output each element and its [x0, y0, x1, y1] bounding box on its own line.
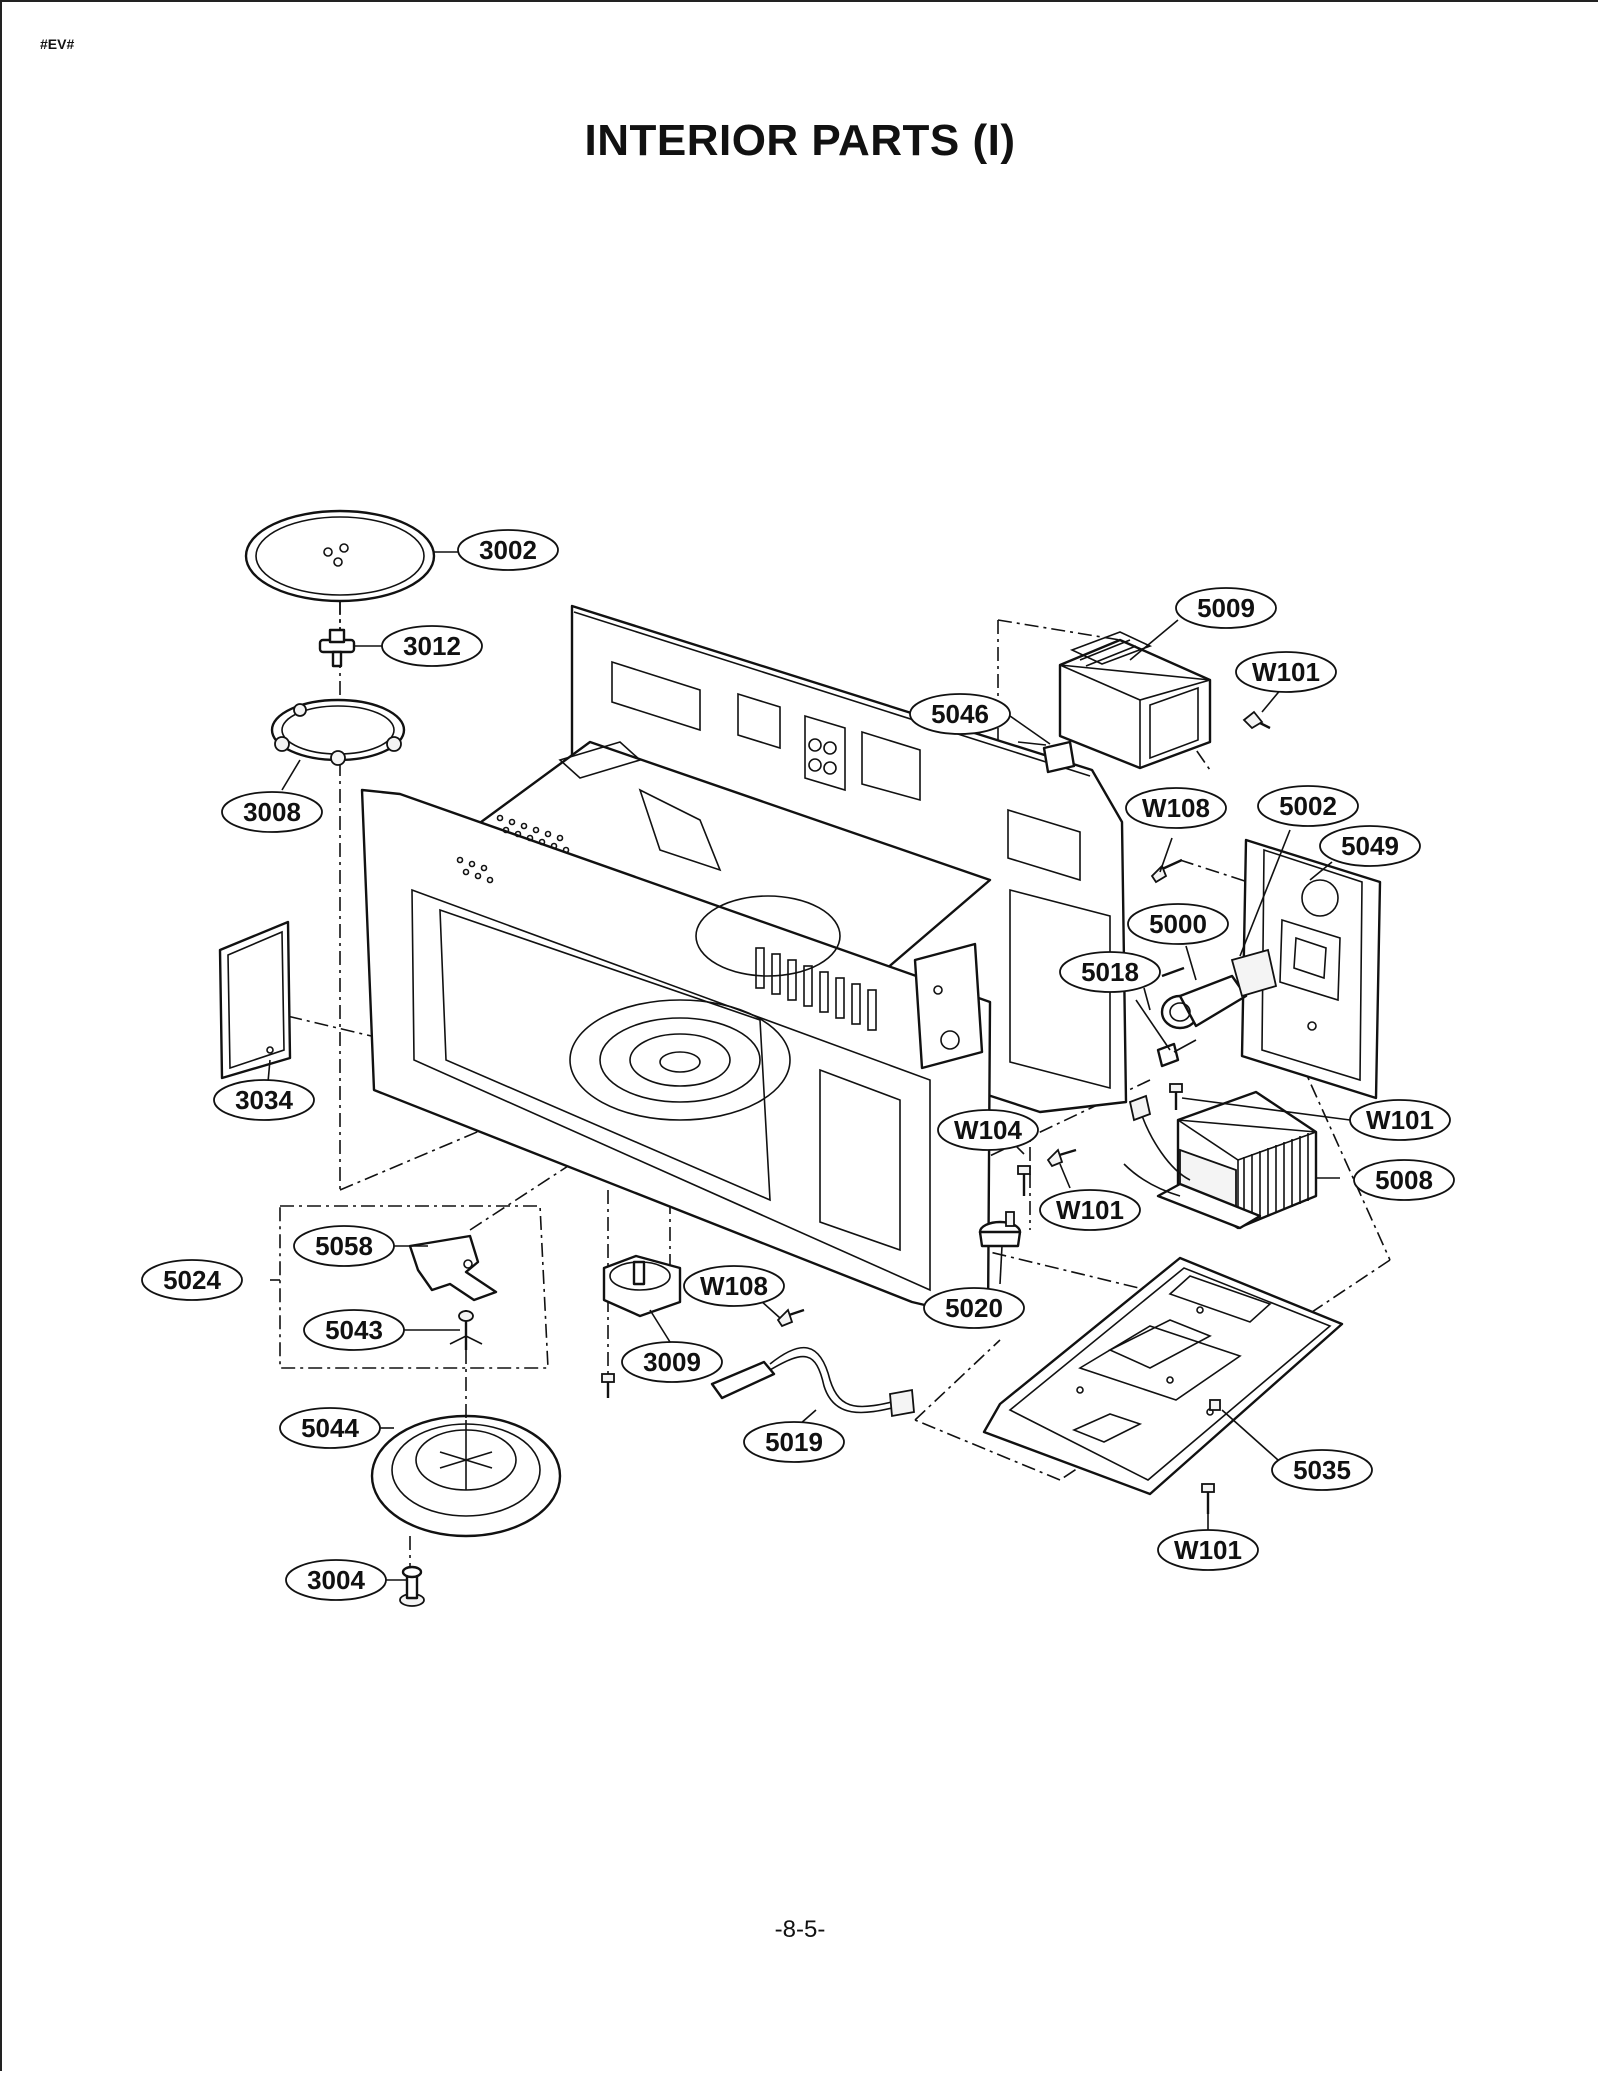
callout-5008: 5008 — [1353, 1159, 1455, 1201]
callout-3008: 3008 — [221, 791, 323, 833]
callout-w101-b-label: W101 — [1252, 657, 1320, 687]
callout-5035-label: 5035 — [1293, 1455, 1351, 1485]
callout-5043-label: 5043 — [325, 1315, 383, 1345]
callout-5024-label: 5024 — [163, 1265, 221, 1295]
callout-w108-a-label: W108 — [700, 1271, 768, 1301]
page-title: INTERIOR PARTS (I) — [584, 116, 1016, 165]
stirrer-shaft-5043 — [449, 1310, 483, 1350]
stirrer-assembly-box-5024 — [270, 1205, 549, 1369]
callout-3009-label: 3009 — [643, 1347, 701, 1377]
rivet-3004 — [399, 1565, 425, 1607]
screw-w101-b — [1242, 710, 1271, 730]
callout-w108-b: W108 — [1125, 787, 1227, 829]
callout-w104: W104 — [937, 1109, 1039, 1151]
callout-3008-label: 3008 — [243, 797, 301, 827]
turntable-motor-3009 — [602, 1254, 682, 1318]
callout-3012-label: 3012 — [403, 631, 461, 661]
callout-5058: 5058 — [293, 1225, 395, 1267]
screw-w108-a — [776, 1308, 805, 1328]
motor-screw — [601, 1373, 615, 1398]
thermostat-5046 — [1017, 740, 1076, 774]
callout-5049-label: 5049 — [1341, 831, 1399, 861]
base-plate-5035 — [982, 1256, 1344, 1496]
callout-w101-d: W101 — [1157, 1529, 1259, 1571]
callout-3004-label: 3004 — [307, 1565, 365, 1595]
header-tag: #EV# — [40, 36, 75, 52]
callout-5020-label: 5020 — [945, 1293, 1003, 1323]
callout-w108-a: W108 — [683, 1265, 785, 1307]
callout-w104-label: W104 — [954, 1115, 1022, 1145]
callout-5043: 5043 — [303, 1309, 405, 1351]
page-number: -8-5- — [774, 1916, 826, 1943]
callout-w108-b-label: W108 — [1142, 793, 1210, 823]
callout-5002: 5002 — [1257, 785, 1359, 827]
callout-5044: 5044 — [279, 1407, 381, 1449]
screw-w101-c — [1169, 1083, 1183, 1110]
screw-w104 — [1017, 1165, 1031, 1196]
magnetron-5009 — [1058, 631, 1212, 770]
roller-ring-3008 — [270, 698, 406, 766]
callout-w101-a: W101 — [1039, 1189, 1141, 1231]
callout-w101-c-label: W101 — [1366, 1105, 1434, 1135]
callout-5058-label: 5058 — [315, 1231, 373, 1261]
callout-5000-label: 5000 — [1149, 909, 1207, 939]
screw-w101-a — [1046, 1148, 1077, 1168]
callout-w101-c: W101 — [1349, 1099, 1451, 1141]
diode-5018 — [1156, 1039, 1197, 1068]
callout-5035: 5035 — [1271, 1449, 1373, 1491]
callout-3009: 3009 — [621, 1341, 723, 1383]
screw-w108-b — [1150, 858, 1185, 978]
callout-3004: 3004 — [285, 1559, 387, 1601]
hv-transformer-5008 — [1123, 1090, 1318, 1230]
vent-holes — [456, 814, 570, 884]
screw-w101-d — [1201, 1483, 1215, 1514]
frame-slots — [755, 947, 877, 1031]
callout-5018: 5018 — [1059, 951, 1161, 993]
thermal-cutout-5020 — [978, 1211, 1022, 1248]
callout-w101-d-label: W101 — [1174, 1535, 1242, 1565]
leader-lines — [267, 551, 1351, 1581]
callout-5018-label: 5018 — [1081, 957, 1139, 987]
callout-3002-label: 3002 — [479, 535, 537, 565]
wire-harness-5019 — [710, 1346, 915, 1418]
callout-5049: 5049 — [1319, 825, 1421, 867]
turntable-tray-3002 — [244, 509, 436, 603]
capacitor-5000 — [1160, 948, 1278, 1030]
waveguide-cover-3034 — [218, 920, 292, 1080]
callout-3002: 3002 — [457, 529, 559, 571]
callout-5008-label: 5008 — [1375, 1165, 1433, 1195]
stirrer-cover-5044 — [370, 1414, 562, 1538]
callout-3012: 3012 — [381, 625, 483, 667]
callout-3034-label: 3034 — [235, 1085, 293, 1115]
callout-w101-a-label: W101 — [1056, 1195, 1124, 1225]
callout-5002-label: 5002 — [1279, 791, 1337, 821]
callout-5000: 5000 — [1127, 903, 1229, 945]
callout-5046-label: 5046 — [931, 699, 989, 729]
stirrer-blade-5058 — [408, 1234, 498, 1302]
callout-5020: 5020 — [923, 1287, 1025, 1329]
coupler-3012 — [318, 628, 356, 668]
callout-5044-label: 5044 — [301, 1413, 359, 1443]
callout-5009: 5009 — [1175, 587, 1277, 629]
callout-w101-b: W101 — [1235, 651, 1337, 693]
oven-cavity-assembly — [360, 604, 1128, 1322]
callout-5009-label: 5009 — [1197, 593, 1255, 623]
callout-5019-label: 5019 — [765, 1427, 823, 1457]
callout-3034: 3034 — [213, 1079, 315, 1121]
callout-5046: 5046 — [909, 693, 1011, 735]
callout-5024: 5024 — [141, 1259, 243, 1301]
callout-5019: 5019 — [743, 1421, 845, 1463]
